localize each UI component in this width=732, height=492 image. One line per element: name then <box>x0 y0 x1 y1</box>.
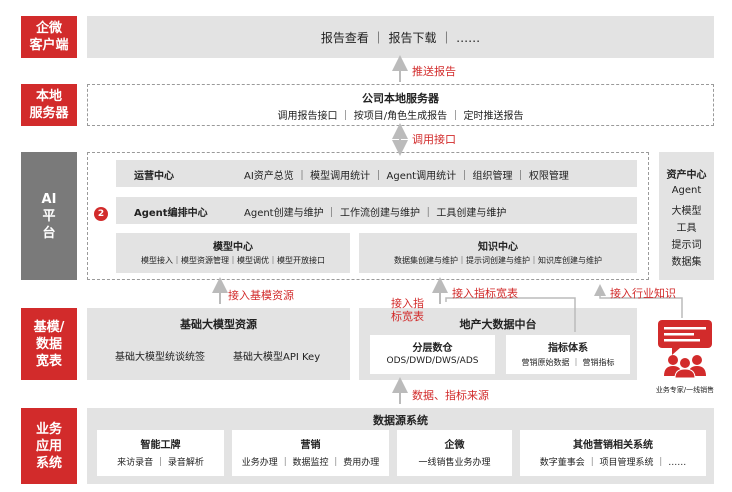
model-center-title: 模型中心 <box>213 242 253 253</box>
asset-item: 数据集 <box>671 257 702 268</box>
layered-warehouse-items: ODS/DWD/DWS/ADS <box>386 356 479 366</box>
ops-center-items: AI资产总览 ｜ 模型调用统计 ｜ Agent调用统计 ｜ 组织管理 ｜ 权限管… <box>244 171 569 182</box>
row-label-base: 基模/ 数据 宽表 <box>21 308 77 380</box>
knowledge-center-items: 数据集创建与维护｜提示词创建与维护｜知识库创建与维护 <box>394 256 602 265</box>
label-access-industry: 接入行业知识 <box>610 287 676 300</box>
agent-center-title: Agent编排中心 <box>134 208 208 219</box>
source-box-items: 一线销售业务办理 <box>418 458 491 468</box>
label-access-base: 接入基模资源 <box>228 289 294 302</box>
row-label-local-server: 本地 服务器 <box>21 84 77 126</box>
row-label-ai-platform: AI 平 台 <box>21 152 77 280</box>
source-box-title: 营销 <box>300 440 321 451</box>
base-model-title: 基础大模型资源 <box>180 318 257 331</box>
label-access-indicator-b: 接入指标宽表 <box>452 287 518 300</box>
source-box-wecom: 企微 一线销售业务办理 <box>397 430 512 476</box>
base-model-item: 基础大模型API Key <box>233 352 321 363</box>
agent-center: Agent编排中心 Agent创建与维护 ｜ 工作流创建与维护 ｜ 工具创建与维… <box>116 197 637 224</box>
badge-2: 2 <box>94 207 108 221</box>
arrow-access-industry <box>594 284 683 318</box>
big-data-title: 地产大数据中台 <box>459 318 537 331</box>
source-box-items: 来访录音 ｜ 录音解析 <box>117 458 204 468</box>
source-box-marketing: 营销 业务办理 ｜ 数据监控 ｜ 费用办理 <box>232 430 389 476</box>
asset-item: Agent <box>671 185 702 196</box>
base-model-resources: 基础大模型资源 基础大模型统谈统签 基础大模型API Key <box>87 308 350 380</box>
asset-item: 大模型 <box>671 206 702 217</box>
model-center: 模型中心 模型接入｜模型资源管理｜模型调优｜模型开放接口 <box>116 233 350 273</box>
arrow-indicator-route <box>445 297 576 332</box>
layered-warehouse: 分层数仓 ODS/DWD/DWS/ADS <box>370 335 495 374</box>
ops-center: 运营中心 AI资产总览 ｜ 模型调用统计 ｜ Agent调用统计 ｜ 组织管理 … <box>116 160 637 187</box>
knowledge-center: 知识中心 数据集创建与维护｜提示词创建与维护｜知识库创建与维护 <box>359 233 637 273</box>
source-box-other: 其他营销相关系统 数字董事会 ｜ 项目管理系统 ｜ …… <box>520 430 706 476</box>
base-model-item: 基础大模型统谈统签 <box>115 352 205 363</box>
client-bar: 报告查看 ｜ 报告下载 ｜ …… <box>87 16 714 58</box>
data-source-title: 数据源系统 <box>373 414 428 427</box>
asset-center-title: 资产中心 <box>666 170 707 181</box>
expert-icon <box>652 318 718 388</box>
source-box-title: 智能工牌 <box>140 440 181 451</box>
indicator-system-items: 营销原始数据 ｜ 营销指标 <box>521 358 615 367</box>
label-access-indicator-a: 接入指 标宽表 <box>391 297 424 323</box>
indicator-system-title: 指标体系 <box>548 343 588 354</box>
layered-warehouse-title: 分层数仓 <box>412 343 453 354</box>
local-server-title: 公司本地服务器 <box>362 92 439 105</box>
source-box-title: 企微 <box>444 440 465 451</box>
ops-center-title: 运营中心 <box>134 171 174 182</box>
asset-item: 提示词 <box>671 240 702 251</box>
row-label-client: 企微 客户端 <box>21 16 77 58</box>
knowledge-center-title: 知识中心 <box>478 242 518 253</box>
local-server-subtitle: 调用报告接口 ｜ 按项目/角色生成报告 ｜ 定时推送报告 <box>277 111 524 122</box>
expert-caption: 业务专家/一线销售 <box>655 386 715 394</box>
agent-center-items: Agent创建与维护 ｜ 工作流创建与维护 ｜ 工具创建与维护 <box>244 208 507 219</box>
asset-item: 工具 <box>676 223 697 234</box>
source-box-title: 其他营销相关系统 <box>573 440 653 451</box>
label-push-report: 推送报告 <box>412 65 456 78</box>
model-center-items: 模型接入｜模型资源管理｜模型调优｜模型开放接口 <box>141 256 325 265</box>
source-box-badge: 智能工牌 来访录音 ｜ 录音解析 <box>97 430 224 476</box>
source-box-items: 业务办理 ｜ 数据监控 ｜ 费用办理 <box>241 458 380 468</box>
asset-center: 资产中心 Agent 大模型 工具 提示词 数据集 <box>659 152 714 280</box>
source-box-items: 数字董事会 ｜ 项目管理系统 ｜ …… <box>539 458 687 468</box>
label-data-source: 数据、指标来源 <box>412 389 489 402</box>
indicator-system: 指标体系 营销原始数据 ｜ 营销指标 <box>506 335 630 374</box>
row-label-business: 业务 应用 系统 <box>21 408 77 484</box>
label-call-api: 调用接口 <box>412 133 456 146</box>
